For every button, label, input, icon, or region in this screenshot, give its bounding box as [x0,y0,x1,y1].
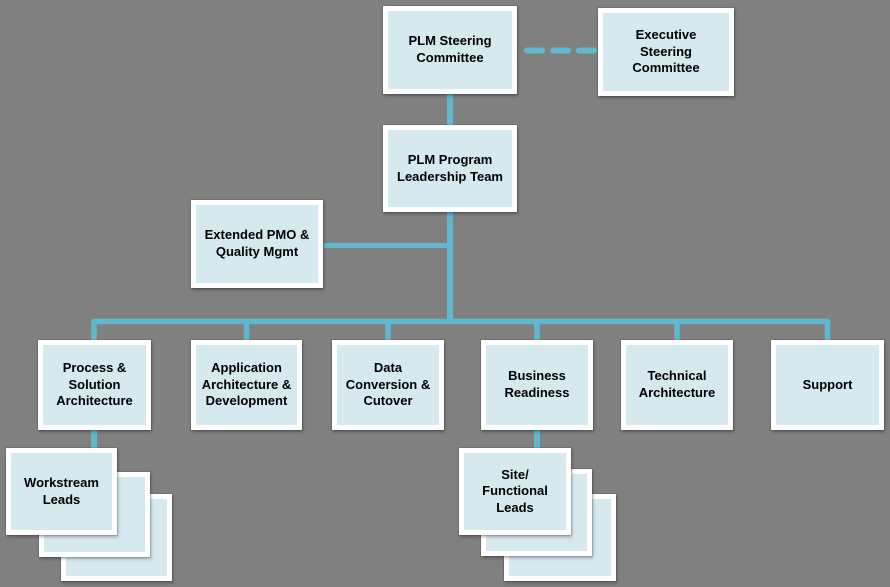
node-plm-steering-committee: PLM Steering Committee [383,6,517,94]
node-extended-pmo-quality-mgmt: Extended PMO & Quality Mgmt [191,200,323,288]
node-label: PLM Steering Committee [408,33,492,65]
node-label: Technical Architecture [638,368,716,400]
node-data-conversion-cutover: Data Conversion & Cutover [332,340,444,430]
node-label: Support [802,376,853,392]
node-label: Site/ Functional Leads [482,466,548,515]
node-executive-steering-committee: Executive Steering Committee [598,8,734,96]
node-workstream-leads: Workstream Leads [6,448,117,535]
node-label: Workstream Leads [24,474,99,507]
node-business-readiness: Business Readiness [481,340,593,430]
node-label: Business Readiness [504,368,570,400]
node-label: Application Architecture & Development [201,360,292,409]
node-application-architecture-development: Application Architecture & Development [191,340,302,430]
node-plm-program-leadership-team: PLM Program Leadership Team [383,125,517,212]
connector-distribution-bar [91,318,831,345]
node-technical-architecture: Technical Architecture [621,340,733,430]
node-process-solution-architecture: Process & Solution Architecture [38,340,151,430]
node-site-functional-leads: Site/ Functional Leads [459,448,571,535]
node-label: Extended PMO & Quality Mgmt [204,227,310,259]
node-label: Process & Solution Architecture [56,360,133,409]
node-label: PLM Program Leadership Team [397,151,503,184]
node-label: Executive Steering Committee [632,27,700,76]
node-support: Support [771,340,884,430]
node-label: Data Conversion & Cutover [345,360,431,409]
